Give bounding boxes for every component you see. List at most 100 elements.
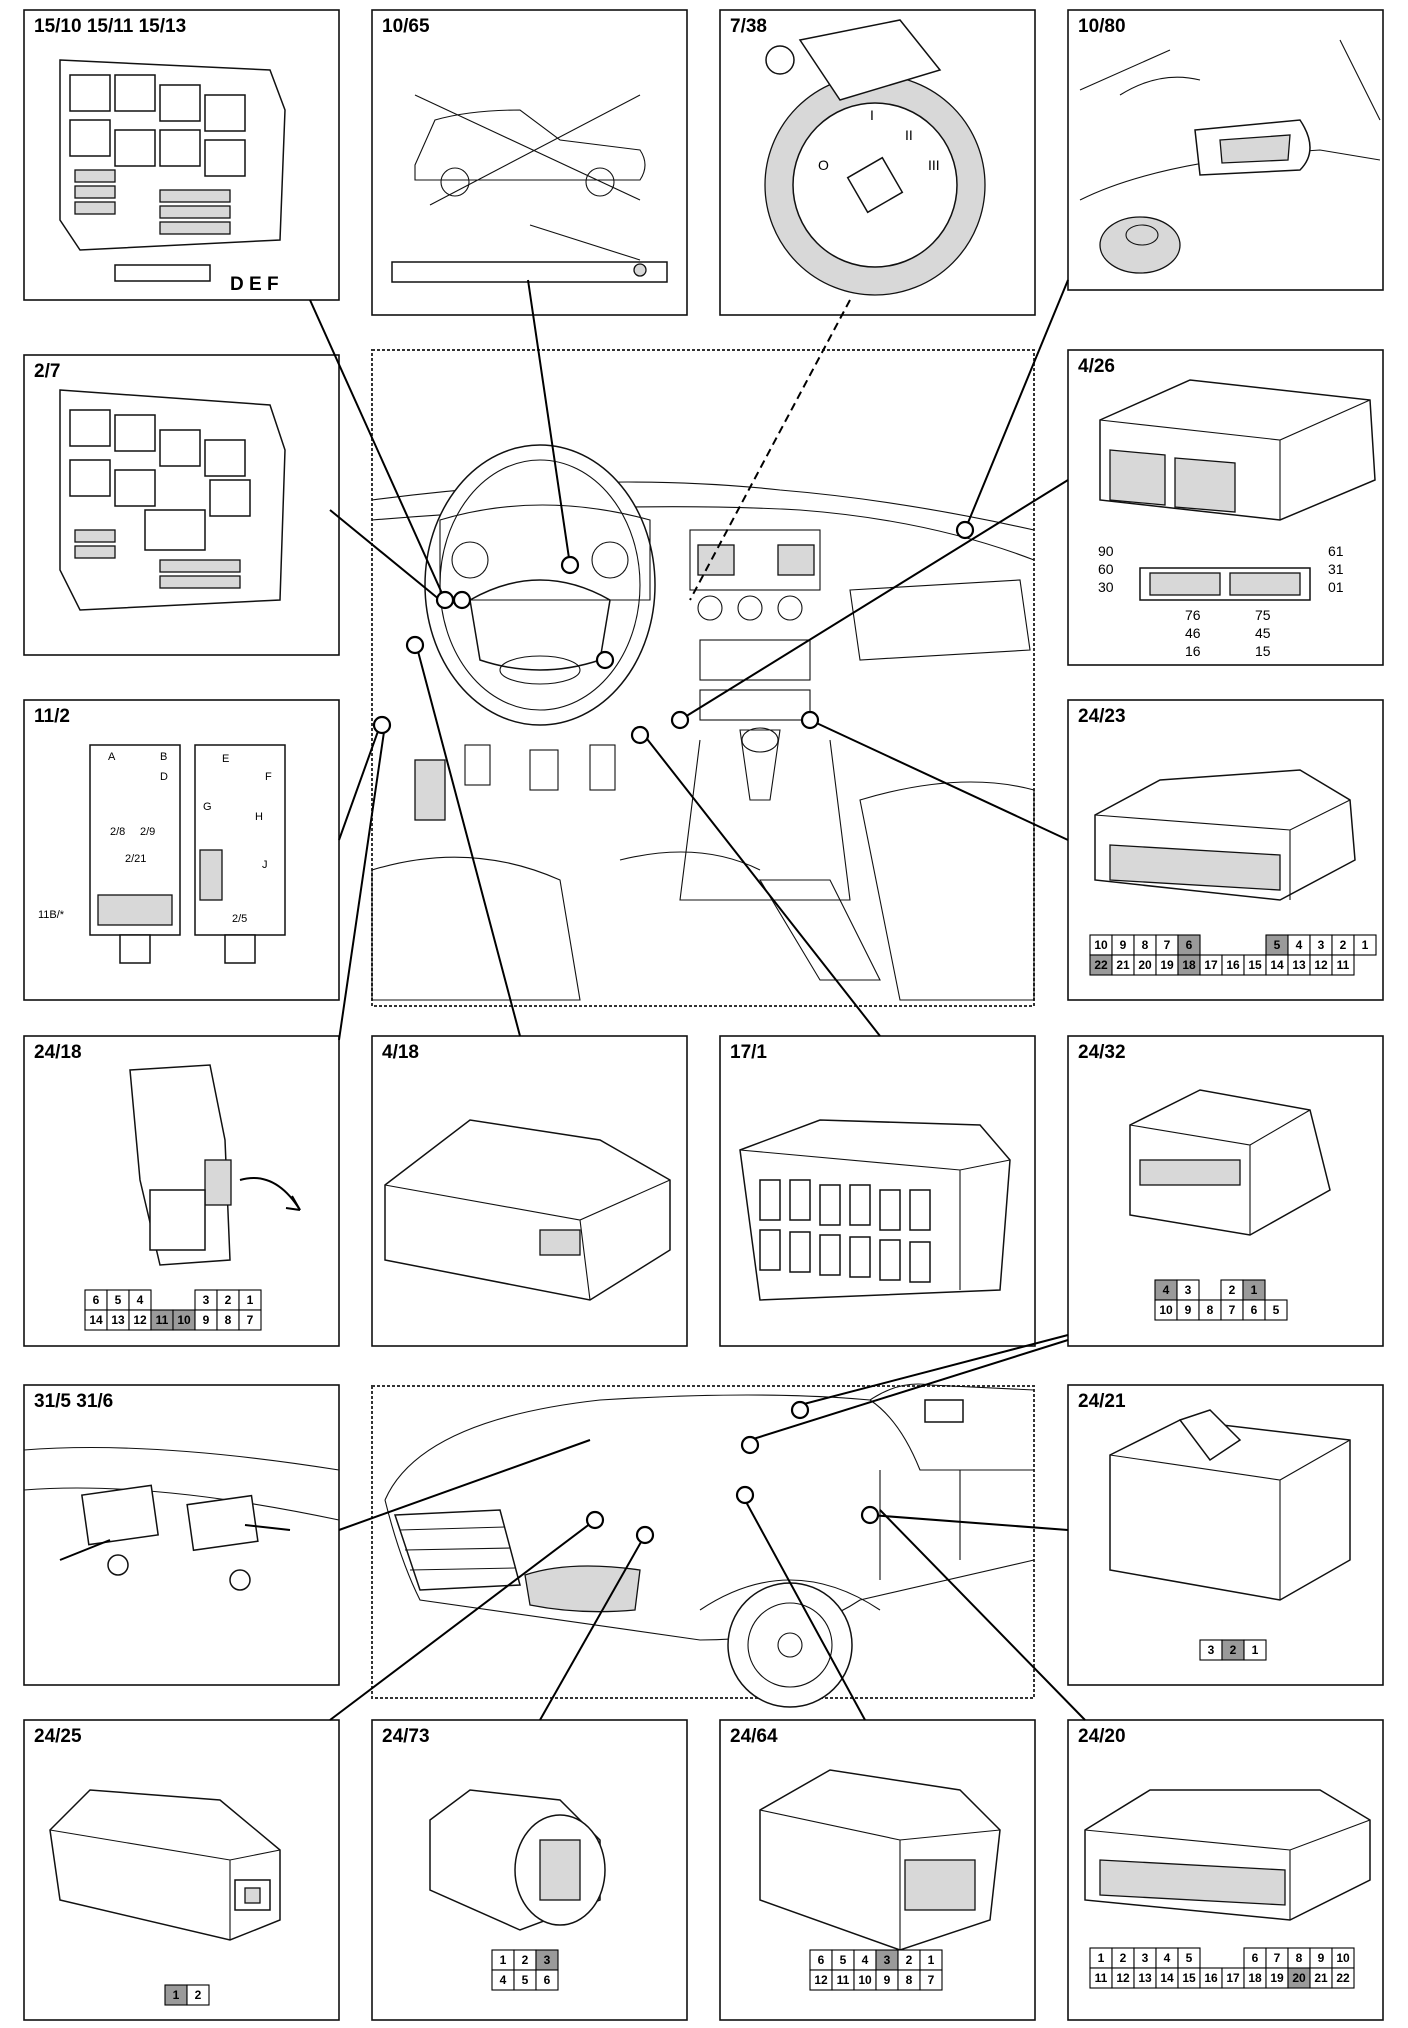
pin-number: 6 (1252, 1951, 1259, 1965)
pin-number: 7 (1229, 1303, 1236, 1317)
locator-dot (595, 650, 615, 670)
pin-number: 9 (884, 1973, 891, 1987)
ecu-pin-label: 31 (1328, 561, 1344, 577)
pin-number: 22 (1336, 1971, 1350, 1985)
pin-number: 2 (522, 1953, 529, 1967)
relay-label: 2/9 (140, 826, 155, 838)
fuse-box-letter: F (265, 771, 272, 783)
panel-label: 15/10 15/11 15/13 (34, 16, 186, 37)
pin-number: 11 (156, 1313, 169, 1327)
svg-text:II: II (905, 127, 913, 143)
pin-number: 19 (1160, 958, 1174, 972)
pin-number: 12 (133, 1313, 147, 1327)
panel-label: 24/18 (34, 1042, 82, 1063)
leader-lines (309, 279, 1086, 1721)
ecu-pin-label: 90 (1098, 543, 1114, 559)
pin-number: 8 (1207, 1303, 1214, 1317)
panel-label: 24/64 (730, 1726, 778, 1747)
locator-dot (635, 1525, 655, 1545)
pin-number: 19 (1270, 1971, 1284, 1985)
pin-number: 1 (1252, 1643, 1259, 1657)
pin-number: 3 (1142, 1951, 1149, 1965)
panel-label: 24/23 (1078, 706, 1126, 727)
pin-cell (535, 1969, 559, 1991)
pin-number: 14 (1160, 1971, 1174, 1985)
relay-label: 2/21 (125, 853, 146, 865)
pin-cell (238, 1309, 262, 1331)
locator-markers (372, 520, 975, 1545)
fuse-box-letter: D (160, 771, 168, 783)
locator-dot (372, 715, 392, 735)
pin-number: 14 (89, 1313, 103, 1327)
locator-dot (630, 725, 650, 745)
panel-label: 24/20 (1078, 1726, 1126, 1747)
ecu-pin-label: 76 (1185, 607, 1201, 623)
pin-number: 4 (1164, 1951, 1171, 1965)
pin-number: 8 (906, 1973, 913, 1987)
ecu-pin-label: 46 (1185, 625, 1201, 641)
pin-cell (1264, 1299, 1288, 1321)
panel-label: 24/73 (382, 1726, 430, 1747)
locator-dot (955, 520, 975, 540)
pin-number: 9 (1318, 1951, 1325, 1965)
locator-dot (405, 635, 425, 655)
pin-number: 13 (111, 1313, 125, 1327)
pin-number: 7 (1274, 1951, 1281, 1965)
panel-4-18: 4/18 (371, 1035, 688, 1347)
pin-number: 10 (1094, 938, 1108, 952)
panel-label: 4/26 (1078, 356, 1115, 377)
pin-number: 12 (814, 1973, 828, 1987)
locator-dot (800, 710, 820, 730)
fuse-box-letter: H (255, 811, 263, 823)
pin-number: 20 (1138, 958, 1152, 972)
pin-cell (1331, 954, 1355, 976)
panel-label: 10/65 (382, 16, 430, 37)
panel-2-7: 2/7 (23, 354, 340, 656)
pin-number: 1 (1098, 1951, 1105, 1965)
panel-label: 24/21 (1078, 1391, 1126, 1412)
fuse-label: 11B/* (38, 909, 65, 921)
pin-number: 6 (818, 1953, 825, 1967)
locator-dot (560, 555, 580, 575)
pin-number: 13 (1138, 1971, 1152, 1985)
pin-number: 4 (862, 1953, 869, 1967)
pin-number: 17 (1204, 958, 1218, 972)
locator-dot (585, 1510, 605, 1530)
pin-cell (186, 1984, 210, 2006)
pin-number: 15 (1182, 1971, 1196, 1985)
pin-number: 5 (1186, 1951, 1193, 1965)
pin-number: 18 (1248, 1971, 1262, 1985)
pin-number: 2 (1230, 1643, 1237, 1657)
pin-number: 12 (1314, 958, 1328, 972)
ecu-pin-label: 75 (1255, 607, 1271, 623)
pin-number: 2 (195, 1988, 202, 2002)
ecu-pin-label: 61 (1328, 543, 1344, 559)
pin-number: 11 (837, 1973, 850, 1987)
panel-10-65: 10/65 (371, 9, 688, 316)
locator-dot (790, 1400, 810, 1420)
pin-number: 3 (544, 1953, 551, 1967)
panel-4-26: 4/26 90 60 30 61 31 01 76 46 16 75 45 15 (1067, 349, 1384, 666)
pin-number: 7 (247, 1313, 254, 1327)
pin-number: 22 (1094, 958, 1108, 972)
pin-number: 1 (500, 1953, 507, 1967)
pin-number: 6 (93, 1293, 100, 1307)
ecu-pin-label: 16 (1185, 643, 1201, 659)
panel-17-1: 17/1 (719, 1035, 1036, 1347)
ecu-pin-label: 60 (1098, 561, 1114, 577)
pin-number: 3 (1208, 1643, 1215, 1657)
pin-number: 8 (225, 1313, 232, 1327)
pin-number: 9 (203, 1313, 210, 1327)
pin-number: 7 (1164, 938, 1171, 952)
panel-11-2: 11/2 A B D E F G H J 2/8 2/9 2/21 2/5 11… (23, 699, 340, 1001)
fuse-box-letter: A (108, 751, 116, 763)
